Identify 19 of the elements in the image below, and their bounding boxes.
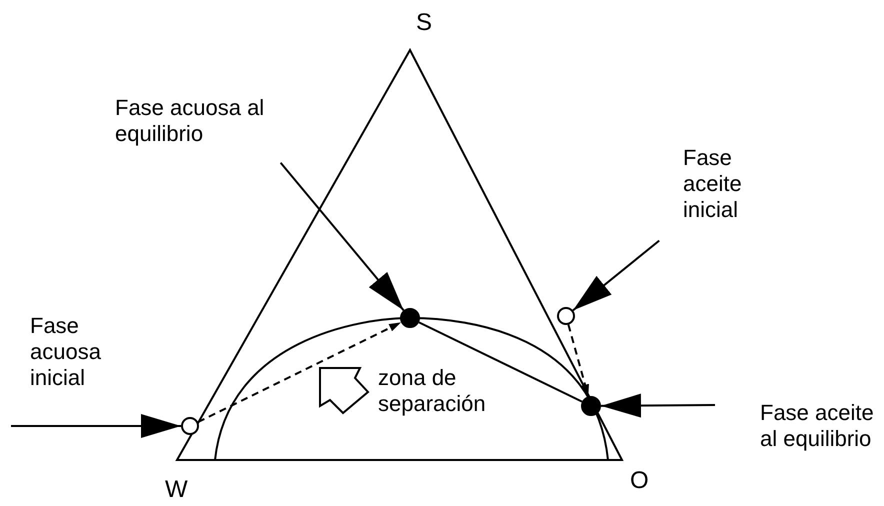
dashed-arrow — [567, 324, 590, 397]
vertex-label: O — [630, 468, 649, 494]
dashed-arrow — [198, 322, 402, 423]
open-point — [557, 307, 575, 325]
region-label: zona de separación — [378, 365, 487, 417]
open-point — [181, 417, 199, 435]
leader-arrow — [601, 394, 715, 418]
leader-arrow — [280, 162, 404, 311]
tie-line — [418, 321, 582, 403]
callout-text: Fase aceite inicial — [683, 145, 793, 223]
callout-text: Fase acuosa inicial — [30, 313, 140, 391]
filled-point — [400, 308, 420, 328]
leader-arrow — [11, 414, 181, 438]
vertex-label: W — [165, 477, 188, 503]
callout-text: Fase acuosa al equilibrio — [115, 95, 285, 147]
vertex-label: S — [416, 10, 432, 36]
callout-text: Fase aceite al equilibrio — [760, 400, 880, 452]
leader-arrow — [572, 240, 660, 312]
filled-point — [581, 396, 601, 416]
